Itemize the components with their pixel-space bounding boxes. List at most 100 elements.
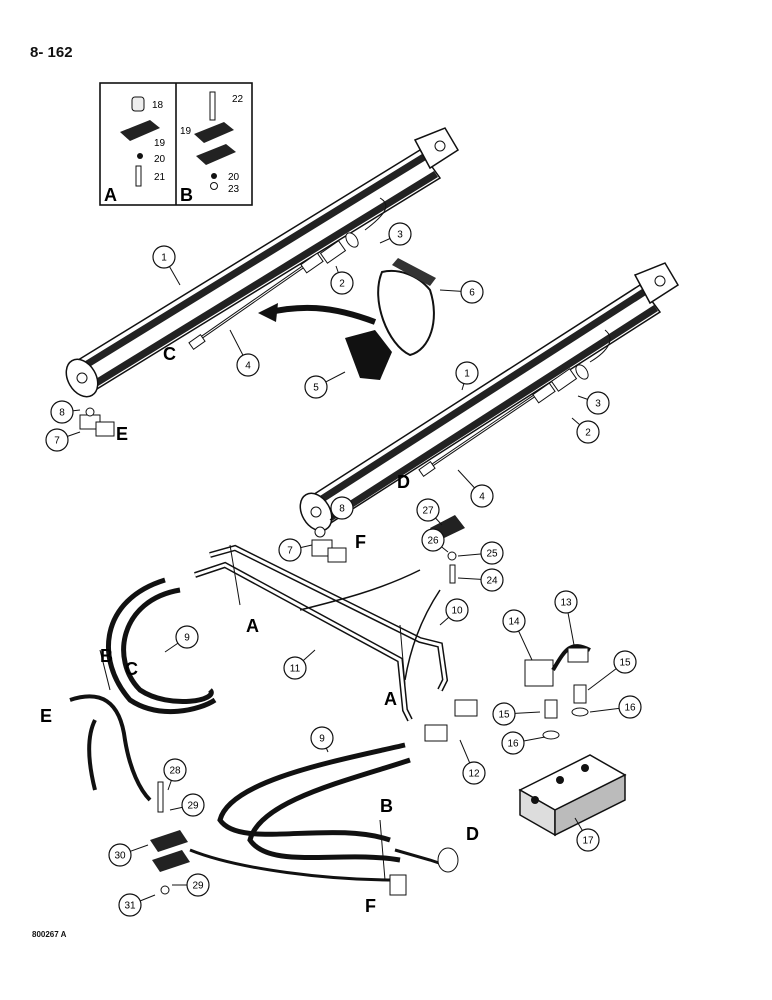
nut-18-shape (131, 96, 145, 112)
inset-num-22: 22 (232, 94, 244, 105)
callout-24: 24 (457, 568, 504, 592)
inset-num-18: 18 (152, 100, 164, 111)
callout-number: 9 (184, 633, 190, 644)
drawing-code: 800267 A (32, 930, 67, 939)
inset-num-21: 21 (154, 172, 166, 183)
callout-26: 26 (421, 528, 449, 553)
callout-15: 15 (492, 702, 541, 726)
callout-14: 14 (502, 609, 533, 661)
callout-27: 27 (416, 498, 443, 526)
callout-2: 2 (330, 265, 354, 295)
arrow-shape (264, 304, 377, 325)
callout-number: 13 (560, 598, 572, 609)
callout-9: 9 (164, 625, 199, 653)
connection-letter-d: D (397, 472, 410, 492)
callout-number: 15 (619, 658, 631, 669)
callout-28: 28 (163, 758, 187, 791)
callout-8: 8 (50, 400, 81, 424)
block-5-shape (345, 330, 392, 380)
callout-number: 31 (124, 901, 136, 912)
elbow-7-lower (311, 526, 347, 563)
clamp-19b-upper (194, 122, 234, 143)
callout-15: 15 (587, 650, 637, 691)
callout-1: 1 (152, 245, 181, 286)
callout-number: 28 (169, 766, 181, 777)
connection-letter-f: F (355, 532, 366, 552)
callout-7: 7 (45, 428, 81, 452)
callout-number: 3 (397, 230, 403, 241)
arrow-head (258, 303, 278, 322)
inset-label-b: B (180, 185, 193, 205)
callout-number: 16 (624, 703, 636, 714)
callout-number: 5 (313, 383, 319, 394)
callout-16: 16 (501, 731, 546, 755)
page-number: 8- 162 (30, 44, 73, 61)
callout-number: 3 (595, 399, 601, 410)
callout-number: 24 (486, 576, 498, 587)
callout-11: 11 (283, 649, 316, 680)
callout-number: 1 (464, 369, 470, 380)
connection-letter-e: E (40, 706, 52, 726)
connection-letter-e: E (116, 424, 128, 444)
clamp-19-shape (120, 120, 160, 141)
callout-25: 25 (457, 541, 504, 565)
callout-number: 10 (451, 606, 463, 617)
callout-number: 8 (59, 408, 65, 419)
callout-29: 29 (169, 793, 205, 817)
callout-number: 2 (585, 428, 591, 439)
elbow-7-upper (79, 407, 115, 437)
inset-num-19b: 19 (180, 126, 192, 137)
callout-number: 12 (468, 769, 480, 780)
strap-6-clamp (392, 258, 436, 286)
connection-letter-c: C (163, 344, 176, 364)
callout-31: 31 (118, 893, 156, 917)
callout-3: 3 (577, 391, 610, 415)
callout-number: 25 (486, 549, 498, 560)
callout-4: 4 (229, 329, 260, 377)
callout-13: 13 (554, 590, 578, 646)
callout-number: 8 (339, 504, 345, 515)
connection-letter-b: B (380, 796, 393, 816)
callout-number: 29 (187, 801, 199, 812)
callout-2: 2 (571, 417, 600, 444)
callout-layer: 1326458713248727262524101314159111516161… (45, 222, 642, 917)
cylinder-lower (299, 262, 680, 532)
connection-letter-c: C (125, 659, 138, 679)
connection-letter-d: D (466, 824, 479, 844)
callout-number: 16 (507, 739, 519, 750)
callout-9: 9 (310, 726, 334, 753)
callout-16: 16 (589, 695, 642, 719)
callout-number: 14 (508, 617, 520, 628)
callout-30: 30 (108, 843, 149, 867)
callout-1: 1 (455, 361, 479, 391)
callout-number: 9 (319, 734, 325, 745)
connection-letter-b: B (100, 646, 113, 666)
washer-20b-shape (211, 173, 217, 179)
callout-number: 15 (498, 710, 510, 721)
callout-number: 30 (114, 851, 126, 862)
callout-number: 7 (54, 436, 60, 447)
callout-number: 7 (287, 546, 293, 557)
inset-label-a: A (104, 185, 117, 205)
callout-number: 26 (427, 536, 439, 547)
callout-number: 2 (339, 279, 345, 290)
connection-letter-a: A (384, 689, 397, 709)
connection-letter-a: A (246, 616, 259, 636)
inset-num-20b: 20 (228, 172, 240, 183)
callout-7: 7 (278, 538, 313, 562)
hose-set (69, 515, 591, 896)
callout-6: 6 (439, 280, 484, 304)
connection-letter-f: F (365, 896, 376, 916)
cylinder-upper (65, 127, 460, 398)
callout-8: 8 (329, 496, 354, 521)
callout-number: 29 (192, 881, 204, 892)
clamp-19b-lower (196, 144, 236, 165)
callout-5: 5 (304, 371, 346, 399)
inset-num-23: 23 (228, 184, 240, 195)
callout-number: 6 (469, 288, 475, 299)
callout-12: 12 (459, 739, 486, 785)
callout-number: 1 (161, 253, 167, 264)
callout-10: 10 (439, 598, 469, 626)
